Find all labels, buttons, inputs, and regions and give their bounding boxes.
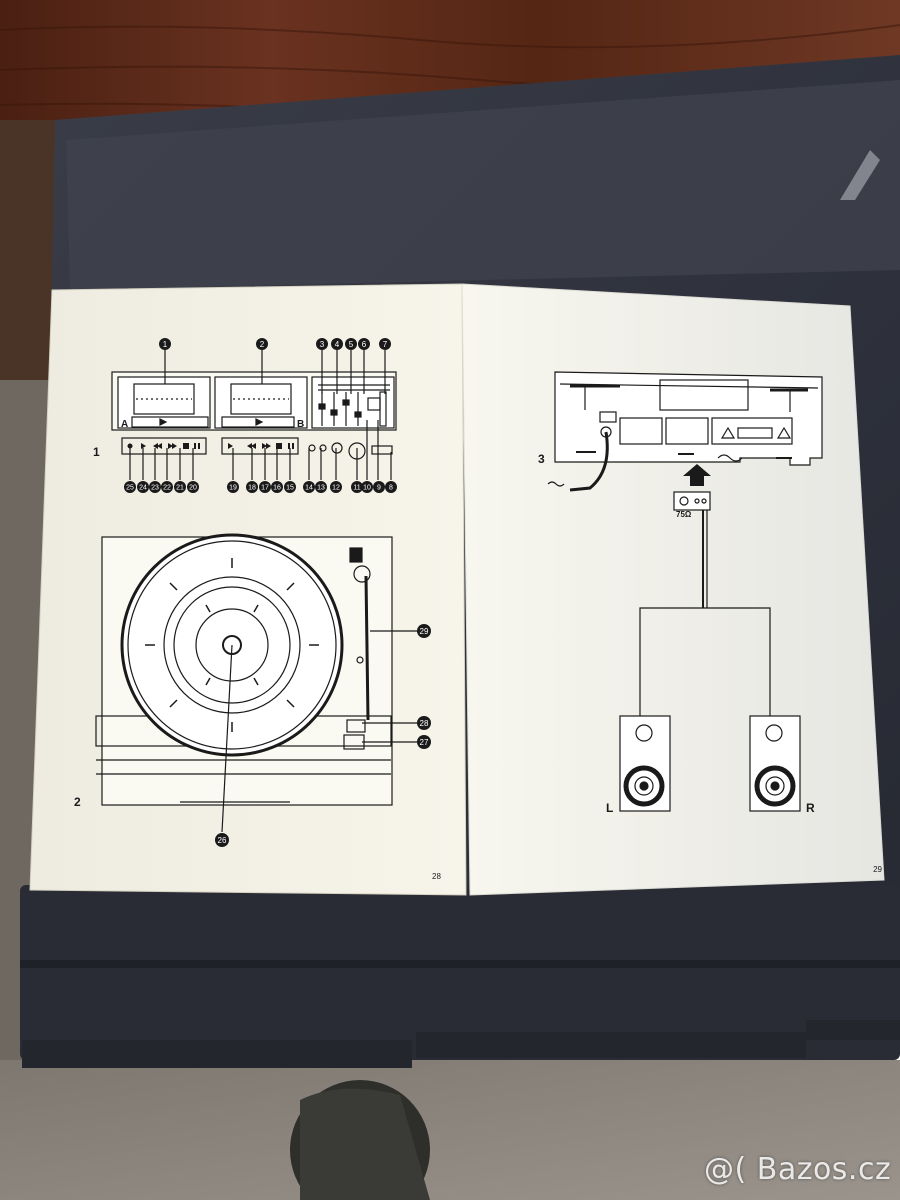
svg-text:20: 20 <box>189 485 197 492</box>
figure-3-rear-connections <box>547 371 823 812</box>
figure-2-label: 2 <box>74 795 81 809</box>
svg-text:7: 7 <box>383 340 388 349</box>
svg-text:9: 9 <box>377 485 381 492</box>
callout-6: 6 <box>358 338 370 350</box>
deck-a-letter: A <box>121 419 128 430</box>
callout-3: 3 <box>316 338 328 350</box>
transport-a <box>121 437 207 455</box>
floor <box>0 1060 900 1200</box>
watermark: @( Bazos.cz <box>704 1152 892 1187</box>
svg-text:16: 16 <box>273 485 281 492</box>
figure-1-cassette-deck <box>111 350 397 480</box>
callout-4: 4 <box>331 338 343 350</box>
svg-text:17: 17 <box>261 485 269 492</box>
transport-b <box>221 437 299 455</box>
svg-text:8: 8 <box>389 485 393 492</box>
callouts-bottom: 25 24 23 22 21 20 19 18 17 16 15 14 13 1… <box>124 481 397 493</box>
svg-text:26: 26 <box>218 836 227 845</box>
svg-text:23: 23 <box>151 485 159 492</box>
svg-text:29: 29 <box>420 627 429 636</box>
callouts-turntable: 29 28 27 26 <box>215 624 431 847</box>
svg-text:27: 27 <box>420 738 429 747</box>
svg-text:12: 12 <box>332 485 340 492</box>
deck-b-window <box>214 376 308 429</box>
svg-text:21: 21 <box>176 485 184 492</box>
callouts-top: 1 2 3 4 5 6 7 <box>159 338 391 350</box>
page-number-right: 29 <box>873 865 882 874</box>
figure-1-label: 1 <box>93 445 100 459</box>
svg-text:28: 28 <box>420 719 429 728</box>
svg-text:24: 24 <box>139 485 147 492</box>
svg-text:2: 2 <box>260 340 265 349</box>
svg-text:10: 10 <box>363 485 371 492</box>
callout-7: 7 <box>379 338 391 350</box>
svg-text:19: 19 <box>229 485 237 492</box>
speaker-right <box>749 715 801 812</box>
svg-text:25: 25 <box>126 485 134 492</box>
svg-text:6: 6 <box>362 340 367 349</box>
callout-1: 1 <box>159 338 171 350</box>
callout-5: 5 <box>345 338 357 350</box>
svg-text:1: 1 <box>163 340 168 349</box>
svg-text:18: 18 <box>248 485 256 492</box>
figure-2-turntable <box>95 533 418 833</box>
page-number-left: 28 <box>432 872 441 881</box>
svg-text:5: 5 <box>349 340 354 349</box>
svg-text:14: 14 <box>305 485 313 492</box>
svg-text:13: 13 <box>317 485 325 492</box>
device-body <box>20 885 900 1060</box>
speaker-left-label: L <box>606 801 613 815</box>
svg-text:15: 15 <box>286 485 294 492</box>
deck-b-letter: B <box>297 419 304 430</box>
svg-text:3: 3 <box>320 340 325 349</box>
figure-3-label: 3 <box>538 452 545 466</box>
antenna-ohms-label: 75Ω <box>676 510 692 519</box>
callout-2: 2 <box>256 338 268 350</box>
arrow-up-icon <box>683 464 711 486</box>
deck-a-window <box>117 376 211 429</box>
svg-text:4: 4 <box>335 340 340 349</box>
svg-text:22: 22 <box>163 485 171 492</box>
svg-text:11: 11 <box>353 485 360 492</box>
speaker-right-label: R <box>806 801 815 815</box>
